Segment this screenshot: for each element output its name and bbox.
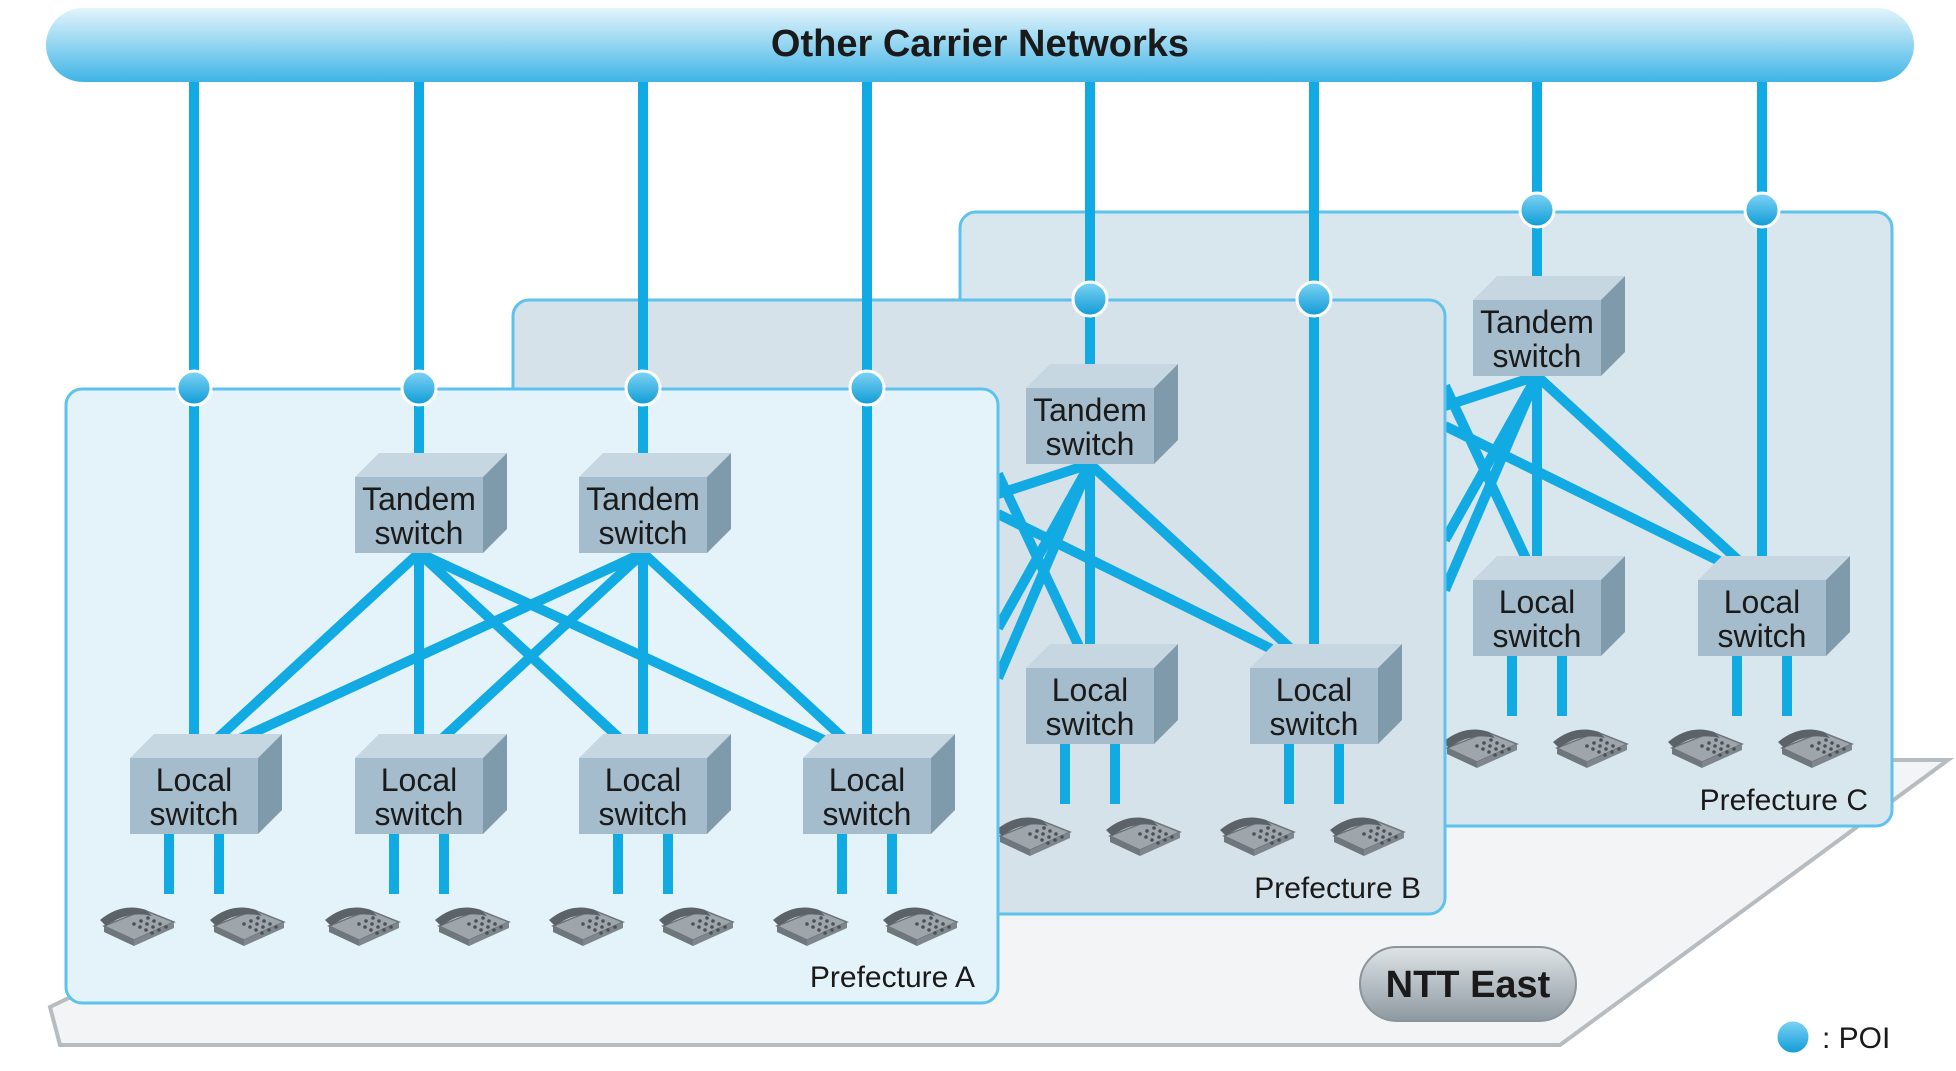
poi-b-1	[1071, 280, 1109, 318]
poi-markers	[175, 191, 1781, 407]
poi-a-3	[624, 369, 662, 407]
poi-b-2	[1295, 280, 1333, 318]
mesh-c-left-5	[1442, 421, 1765, 587]
prefecture-a-layer: TandemswitchTandemswitchLocalswitchLocal…	[99, 82, 958, 947]
tandem-switch-c-1-label-line2: switch	[1493, 338, 1582, 374]
local-switch-c-1-label-line2: switch	[1493, 618, 1582, 654]
poi-c-2	[1743, 191, 1781, 229]
local-switch-a-1-label-line2: switch	[150, 796, 239, 832]
ntt-east-badge	[1359, 946, 1577, 1022]
mesh-a-t2-l2	[415, 549, 647, 764]
local-switch-b-1-label-line2: switch	[1046, 706, 1135, 742]
tandem-switch-a-2-label-line2: switch	[599, 515, 688, 551]
mesh-c-t1-l2	[1533, 372, 1766, 586]
local-switch-c-1-label-line1: Local	[1499, 584, 1576, 620]
local-switch-a-4-label-line1: Local	[829, 762, 906, 798]
local-switch-c-2-label-line2: switch	[1718, 618, 1807, 654]
mesh-c-left-3	[1443, 371, 1539, 411]
tandem-switch-a-1-label-line2: switch	[375, 515, 464, 551]
poi-legend-label: : POI	[1822, 1022, 1890, 1055]
mesh-c-left-4	[1440, 383, 1542, 585]
uplink-layer	[1085, 82, 1767, 299]
prefecture-a-label: Prefecture A	[810, 961, 975, 994]
mesh-b-left-5	[995, 509, 1317, 675]
poi-a-1	[175, 369, 213, 407]
tandem-switch-b-1-label-line1: Tandem	[1033, 392, 1147, 428]
local-switch-a-1-label-line1: Local	[156, 762, 233, 798]
local-switch-a-2-label-line2: switch	[375, 796, 464, 832]
local-switch-a-2-label-line1: Local	[381, 762, 458, 798]
local-switch-b-2-label-line2: switch	[1270, 706, 1359, 742]
mesh-b-t1-l2	[1086, 460, 1318, 674]
poi-legend-icon	[1774, 1018, 1812, 1056]
prefecture-a-panel	[64, 387, 1000, 1005]
local-switch-a-3-label-line2: switch	[599, 796, 688, 832]
mesh-a-t2-l4	[639, 549, 871, 764]
tandem-switch-a-1-label-line1: Tandem	[362, 481, 476, 517]
carrier-network-title: Other Carrier Networks	[771, 23, 1189, 65]
local-switch-a-4-label-line2: switch	[823, 796, 912, 832]
prefecture-c-label: Prefecture C	[1700, 784, 1868, 817]
tandem-switch-c-1-label-line1: Tandem	[1480, 304, 1594, 340]
poi-a-2	[400, 369, 438, 407]
poi-c-1	[1518, 191, 1556, 229]
local-switch-b-1-label-line1: Local	[1052, 672, 1129, 708]
mesh-a-t1-l1	[190, 549, 423, 764]
prefecture-b-label: Prefecture B	[1254, 872, 1421, 905]
mesh-a-t2-l1	[191, 548, 646, 765]
poi-a-4	[848, 369, 886, 407]
local-switch-c-2-label-line1: Local	[1724, 584, 1801, 620]
tandem-switch-b-1-label-line2: switch	[1046, 426, 1135, 462]
mesh-b-left-3	[996, 459, 1092, 499]
local-switch-b-2-label-line1: Local	[1276, 672, 1353, 708]
ntt-east-label: NTT East	[1386, 964, 1551, 1006]
carrier-network-bar	[46, 8, 1914, 82]
local-switch-a-3-label-line1: Local	[605, 762, 682, 798]
mesh-b-left-4	[993, 471, 1095, 673]
tandem-switch-a-2-label-line1: Tandem	[586, 481, 700, 517]
